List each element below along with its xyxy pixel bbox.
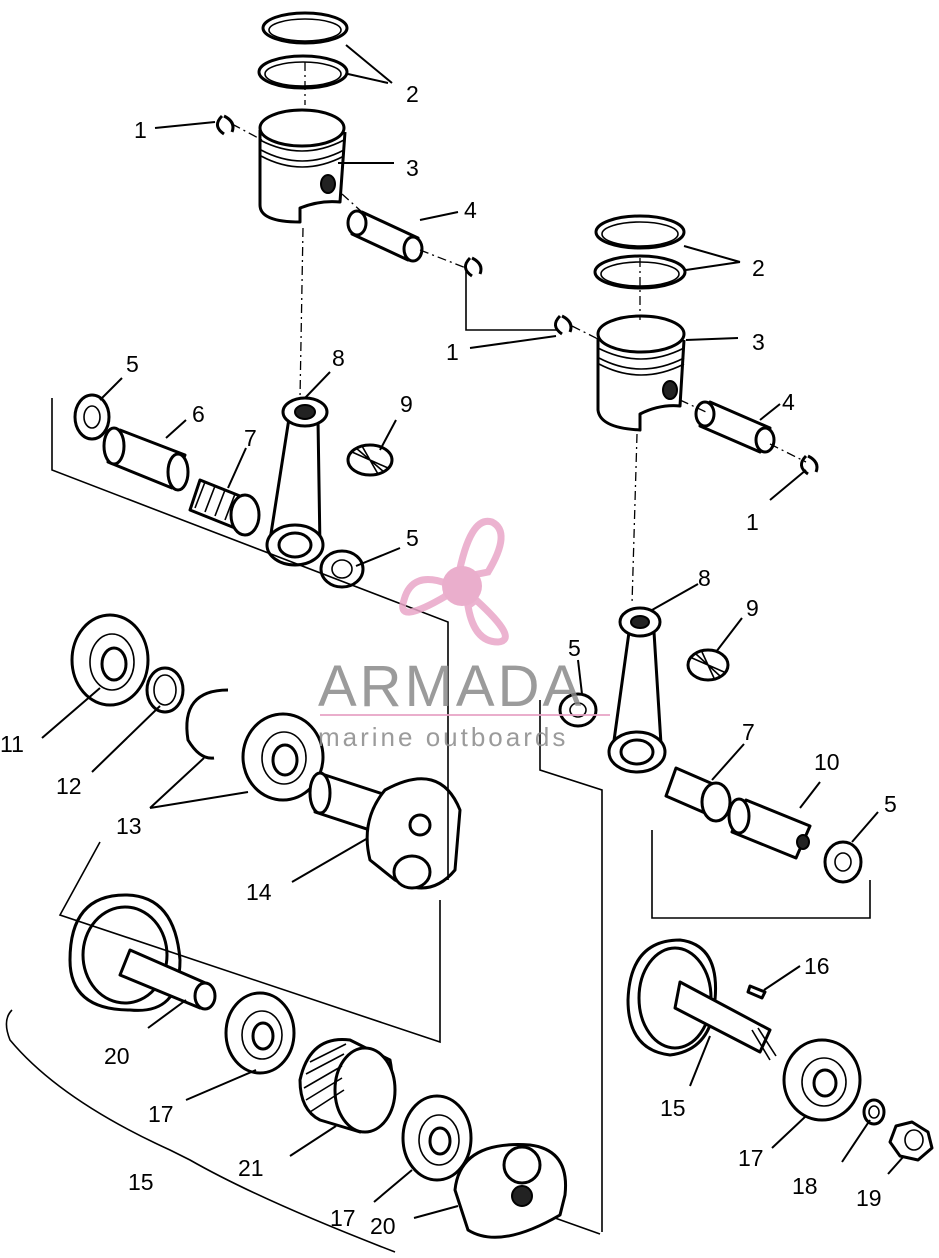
retaining-ring-13	[185, 688, 325, 802]
washer-12	[145, 666, 185, 714]
flywheel-20-upper	[68, 893, 217, 1012]
callout-8: 8	[698, 565, 711, 591]
thrust-washers-right	[558, 692, 863, 884]
main-bearing-17-center	[401, 1094, 473, 1182]
watermark-tagline: marine outboards	[318, 722, 568, 752]
watermark-rule	[320, 714, 610, 716]
callout-21: 21	[238, 1155, 264, 1181]
circlips-right	[554, 314, 819, 476]
callout-6: 6	[192, 401, 205, 427]
callout-7: 7	[742, 719, 755, 745]
washer-18	[862, 1098, 886, 1126]
crankshaft-15-right	[626, 938, 777, 1061]
callout-2: 2	[752, 255, 765, 281]
callout-20: 20	[370, 1213, 396, 1239]
callout-16: 16	[804, 953, 830, 979]
needle-bearing-left-large	[188, 478, 261, 537]
crank-web-20-lower	[453, 1143, 568, 1239]
leader-lines	[41, 44, 905, 1219]
crank-pin-left	[102, 426, 190, 492]
key-16	[746, 984, 767, 1000]
connecting-rod-left	[265, 396, 329, 567]
callout-17: 17	[738, 1145, 764, 1171]
needle-bearing-right-small	[686, 648, 730, 682]
callout-5: 5	[126, 351, 139, 377]
callout-12: 12	[56, 773, 82, 799]
propeller-icon	[399, 517, 509, 646]
callout-1: 1	[134, 117, 147, 143]
callout-20: 20	[104, 1043, 130, 1069]
wrist-pin-right	[694, 400, 776, 454]
callout-15: 15	[128, 1169, 154, 1195]
callout-9: 9	[400, 391, 413, 417]
callout-8: 8	[332, 345, 345, 371]
wrist-pin-left	[346, 209, 424, 263]
callout-18: 18	[792, 1173, 818, 1199]
callout-17: 17	[148, 1101, 174, 1127]
callout-13: 13	[116, 813, 142, 839]
main-bearing-11	[70, 613, 150, 707]
circlips-left	[216, 114, 483, 278]
callout-5: 5	[884, 791, 897, 817]
callout-5: 5	[568, 635, 581, 661]
crankshaft-14	[308, 771, 462, 890]
main-bearing-17-left	[224, 991, 296, 1075]
callout-4: 4	[464, 197, 477, 223]
piston-left	[258, 108, 347, 224]
crank-pin-right	[727, 797, 812, 860]
callout-14: 14	[246, 879, 272, 905]
piston-rings-left	[257, 11, 349, 90]
connecting-rod-right	[607, 606, 667, 774]
armada-watermark: ARMADA marine outboards	[318, 517, 610, 752]
nut-19	[888, 1120, 934, 1162]
callout-15: 15	[660, 1095, 686, 1121]
callout-1: 1	[746, 509, 759, 535]
needle-bearing-right-large	[664, 766, 732, 823]
callout-9: 9	[746, 595, 759, 621]
watermark-brand: ARMADA	[318, 654, 584, 719]
labyrinth-seal-21	[298, 1038, 397, 1134]
callout-7: 7	[244, 425, 257, 451]
callout-4: 4	[782, 389, 795, 415]
needle-bearing-left-small	[346, 443, 394, 477]
callout-19: 19	[856, 1185, 882, 1211]
assembly-guide-lines	[5, 62, 871, 1253]
callout-11: 11	[0, 731, 24, 757]
callout-10: 10	[814, 749, 840, 775]
piston-right	[596, 314, 686, 432]
callout-2: 2	[406, 81, 419, 107]
callout-3: 3	[406, 155, 419, 181]
callout-17: 17	[330, 1205, 356, 1231]
callout-labels: 2 1 3 4 2 1 3 4 1 5 8 9 6 7 5 8 9 5 7 10…	[0, 81, 897, 1239]
callout-1: 1	[446, 339, 459, 365]
callout-5: 5	[406, 525, 419, 551]
main-bearing-17-right	[782, 1038, 862, 1122]
callout-3: 3	[752, 329, 765, 355]
